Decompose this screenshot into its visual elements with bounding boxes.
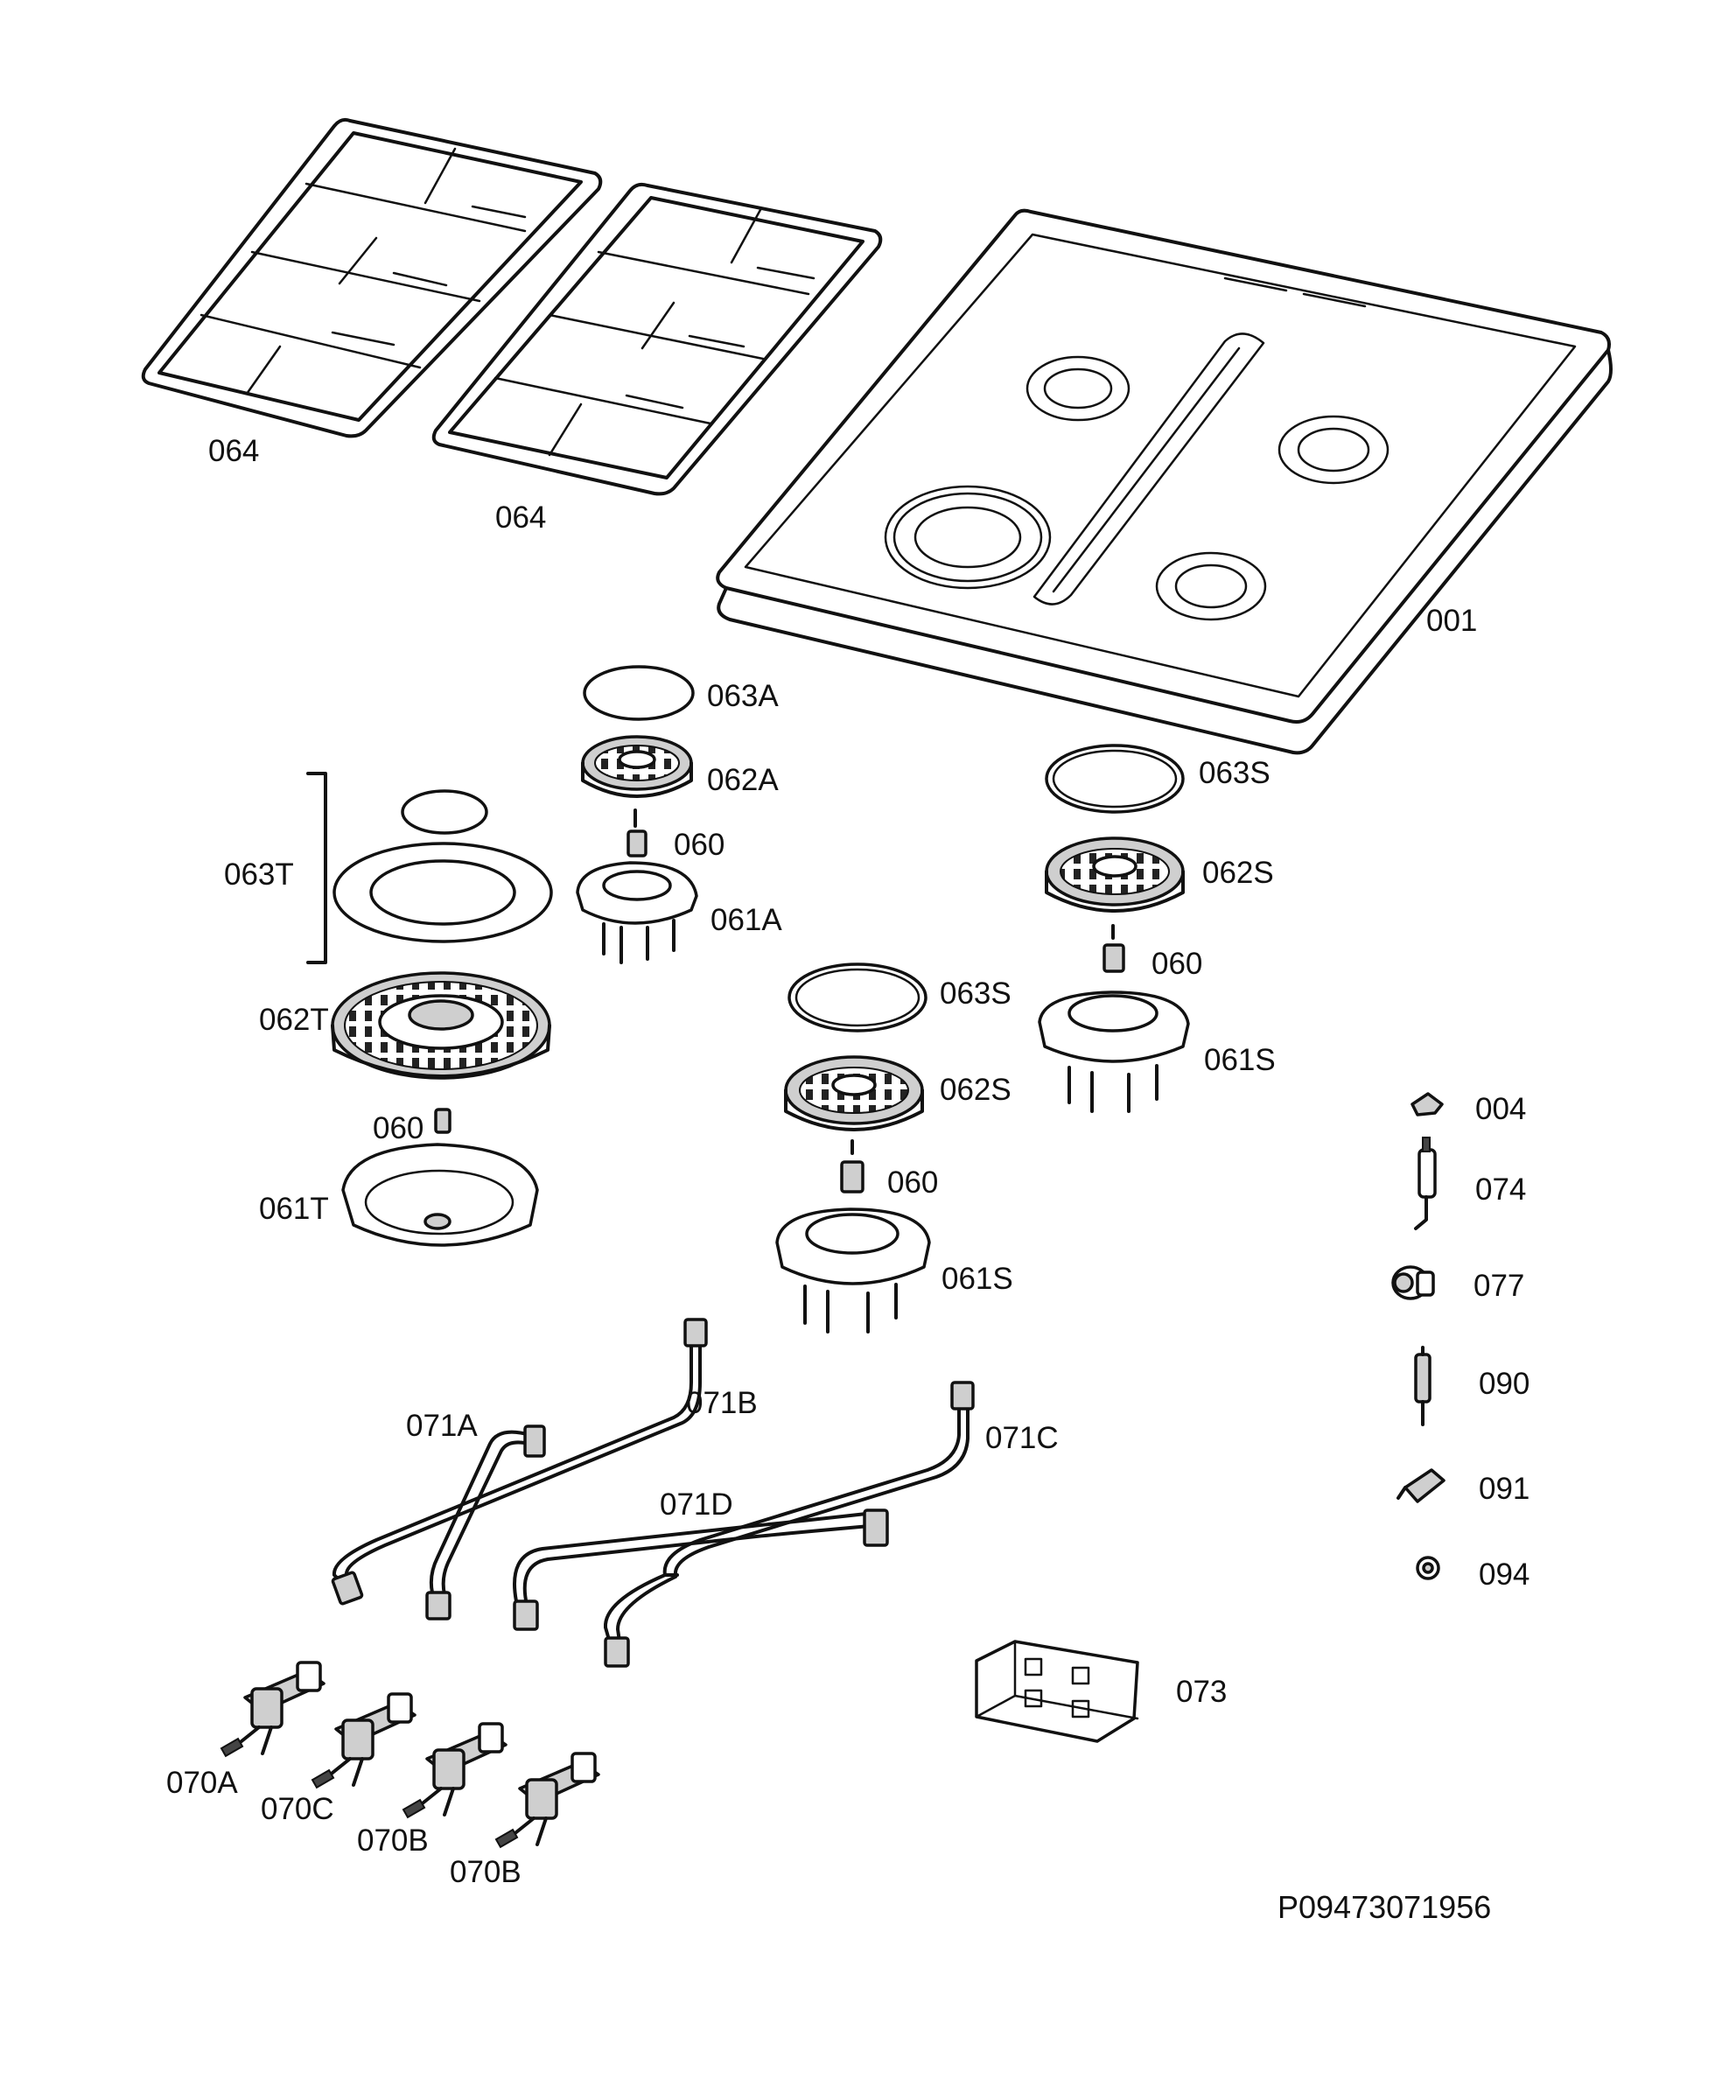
label-070B-1: 070B bbox=[357, 1824, 429, 1858]
pan-support-right bbox=[431, 182, 883, 496]
label-004: 004 bbox=[1475, 1092, 1527, 1126]
label-070B-2: 070B bbox=[450, 1855, 522, 1889]
label-060-mid: 060 bbox=[887, 1166, 939, 1200]
label-grid-left: 064 bbox=[208, 434, 260, 468]
gas-valves bbox=[220, 1661, 600, 1849]
burner-semi-rapid-middle bbox=[775, 962, 931, 1334]
label-hob-top: 001 bbox=[1426, 604, 1478, 638]
label-063S-mid: 063S bbox=[940, 976, 1012, 1011]
label-070A: 070A bbox=[166, 1766, 238, 1800]
label-060-t: 060 bbox=[373, 1111, 424, 1145]
label-094: 094 bbox=[1479, 1558, 1530, 1592]
drawing-code: P09473071956 bbox=[1278, 1889, 1492, 1925]
label-063S-right: 063S bbox=[1199, 756, 1270, 790]
label-062S-mid: 062S bbox=[940, 1073, 1012, 1107]
label-073: 073 bbox=[1176, 1675, 1228, 1709]
label-060-right: 060 bbox=[1152, 947, 1203, 981]
burner-triple-t bbox=[306, 772, 553, 1247]
label-061T: 061T bbox=[259, 1192, 329, 1226]
label-061S-right: 061S bbox=[1204, 1043, 1276, 1077]
label-063T: 063T bbox=[224, 858, 294, 892]
label-061A: 061A bbox=[710, 903, 782, 937]
label-071B: 071B bbox=[686, 1386, 758, 1420]
label-071C: 071C bbox=[985, 1421, 1059, 1455]
label-062S-right: 062S bbox=[1202, 856, 1274, 890]
label-grid-right: 064 bbox=[495, 500, 547, 535]
label-091: 091 bbox=[1479, 1472, 1530, 1506]
ignition-unit bbox=[975, 1640, 1139, 1743]
burner-semi-rapid-right bbox=[1038, 744, 1190, 1113]
label-074: 074 bbox=[1475, 1172, 1527, 1207]
label-062A: 062A bbox=[707, 763, 779, 797]
pan-support-left bbox=[141, 117, 603, 438]
label-063A: 063A bbox=[707, 679, 779, 713]
label-090: 090 bbox=[1479, 1367, 1530, 1401]
gas-pipes bbox=[331, 1318, 975, 1668]
label-071A: 071A bbox=[406, 1409, 478, 1443]
hob-top-panel bbox=[716, 208, 1613, 755]
small-parts bbox=[1391, 1092, 1446, 1580]
label-077: 077 bbox=[1474, 1269, 1525, 1303]
label-070C: 070C bbox=[261, 1792, 334, 1826]
label-062T: 062T bbox=[259, 1003, 329, 1037]
label-060-a: 060 bbox=[674, 828, 725, 862]
label-061S-mid: 061S bbox=[942, 1262, 1013, 1296]
label-071D: 071D bbox=[660, 1488, 733, 1522]
burner-aux-a bbox=[576, 665, 698, 964]
